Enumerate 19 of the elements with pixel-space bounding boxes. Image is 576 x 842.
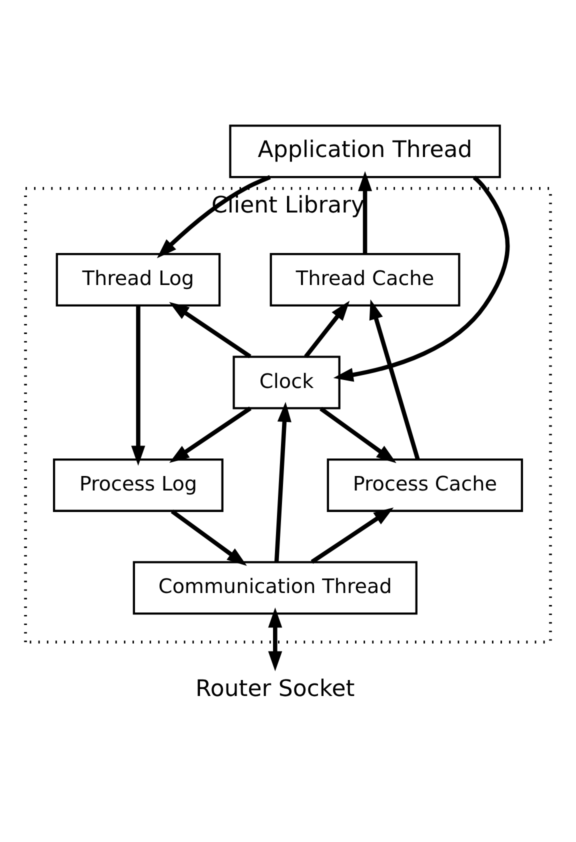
arrow [358,171,372,254]
arrow [274,402,292,562]
arrow [169,302,252,358]
node-box: Thread Log [56,253,221,307]
arrow [320,406,396,464]
arrow [268,608,282,672]
node-box: Communication Thread [132,561,418,615]
arrow [169,406,252,463]
arrow [310,507,394,564]
arrow [369,299,420,460]
arrow [131,306,146,466]
node-box: Thread Cache [270,253,460,307]
node-box: Process Cache [326,458,524,512]
node-box: Application Thread [229,124,501,178]
node-box: Clock [232,356,340,410]
node-box: Process Log [52,458,224,512]
arrow [304,300,350,358]
node-text: Router Socket [196,676,355,702]
arrow [170,510,247,566]
